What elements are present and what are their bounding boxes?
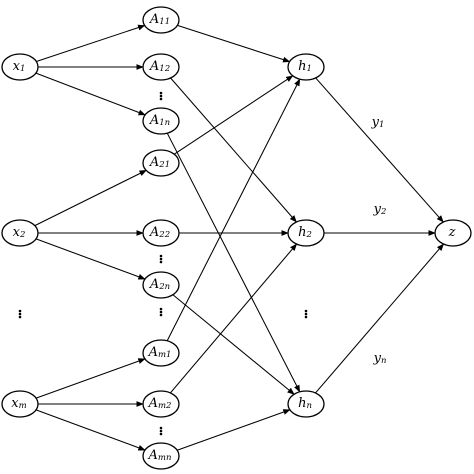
node-shape xyxy=(142,390,180,418)
node-Am1: Am1 xyxy=(142,339,180,367)
edge-x2-to-A21 xyxy=(34,169,147,227)
node-h2: h2 xyxy=(287,219,325,247)
node-hn: hn xyxy=(287,390,325,418)
edge-A2n-to-hn xyxy=(172,294,295,395)
node-label-Am1: Am1 xyxy=(148,345,172,361)
edge-h1-to-z xyxy=(315,77,444,223)
node-A21: A21 xyxy=(142,149,180,177)
node-label-A11: A11 xyxy=(149,12,170,28)
node-label-A1n: A1n xyxy=(149,113,170,129)
edge-labels-layer: y1 y2 yn xyxy=(371,115,387,367)
edge-label-yn: yn xyxy=(373,351,387,367)
node-Amn: Amn xyxy=(142,442,180,470)
node-A22: A22 xyxy=(142,219,180,247)
edge-x1-to-A11 xyxy=(36,24,146,63)
ellipsis-icon-am xyxy=(159,426,163,436)
node-shape xyxy=(142,442,180,470)
node-shape xyxy=(287,53,325,81)
node-label-A12: A12 xyxy=(149,59,170,75)
node-label-Am2: Am2 xyxy=(148,396,172,412)
node-label-hn: hn xyxy=(298,396,312,412)
edge-hn-to-z xyxy=(315,243,444,394)
node-Am2: Am2 xyxy=(142,390,180,418)
edge-A1n-to-hn xyxy=(166,132,301,393)
edge-x2-to-A2n xyxy=(35,238,146,280)
node-x2: x2 xyxy=(1,219,39,247)
node-shape xyxy=(1,390,39,418)
ellipsis-icon-a-mid xyxy=(159,307,163,317)
node-shape xyxy=(142,271,180,299)
node-A2n: A2n xyxy=(142,271,180,299)
edge-xm-to-Am1 xyxy=(35,358,146,399)
node-shape xyxy=(142,149,180,177)
edge-A21-to-h1 xyxy=(173,75,294,155)
edges-layer xyxy=(34,24,444,451)
edge-x1-to-A1n xyxy=(35,72,146,116)
edge-A12-to-h2 xyxy=(170,77,297,223)
node-h1: h1 xyxy=(287,53,325,81)
node-shape xyxy=(142,107,180,135)
node-shape xyxy=(142,53,180,81)
node-A1n: A1n xyxy=(142,107,180,135)
node-label-h1: h1 xyxy=(298,59,312,75)
ellipsis-icon-h xyxy=(304,309,308,319)
node-label-xm: xm xyxy=(11,396,26,412)
node-shape xyxy=(142,339,180,367)
node-shape xyxy=(287,219,325,247)
node-label-z: z xyxy=(448,225,456,240)
node-shape xyxy=(142,219,180,247)
node-shape xyxy=(287,390,325,418)
node-A11: A11 xyxy=(142,6,180,34)
node-x1: x1 xyxy=(1,53,39,81)
node-label-A22: A22 xyxy=(149,225,170,241)
node-shape xyxy=(434,219,472,247)
node-label-h2: h2 xyxy=(298,225,312,241)
node-shape xyxy=(1,53,39,81)
node-z: z xyxy=(434,219,472,247)
node-shape xyxy=(1,219,39,247)
node-xm: xm xyxy=(1,390,39,418)
node-shape xyxy=(142,6,180,34)
edge-label-y1: y1 xyxy=(371,115,385,131)
ellipsis-icon-a2 xyxy=(159,254,163,264)
node-A12: A12 xyxy=(142,53,180,81)
node-label-A2n: A2n xyxy=(149,277,170,293)
node-label-x1: x1 xyxy=(13,59,26,75)
edge-xm-to-Amn xyxy=(35,409,146,451)
edge-label-y2: y2 xyxy=(373,202,387,218)
ellipsis-icon-a1 xyxy=(159,91,163,101)
edge-Amn-to-hn xyxy=(176,409,291,451)
node-label-Amn: Amn xyxy=(148,448,172,464)
edge-Am1-to-h1 xyxy=(166,78,301,342)
vertical-ellipsis-icons xyxy=(18,91,308,436)
edge-A11-to-h1 xyxy=(177,24,291,63)
node-label-A21: A21 xyxy=(149,155,170,171)
node-label-x2: x2 xyxy=(13,225,26,241)
edge-Am2-to-h2 xyxy=(170,243,298,394)
ellipsis-icon-x xyxy=(18,309,22,319)
